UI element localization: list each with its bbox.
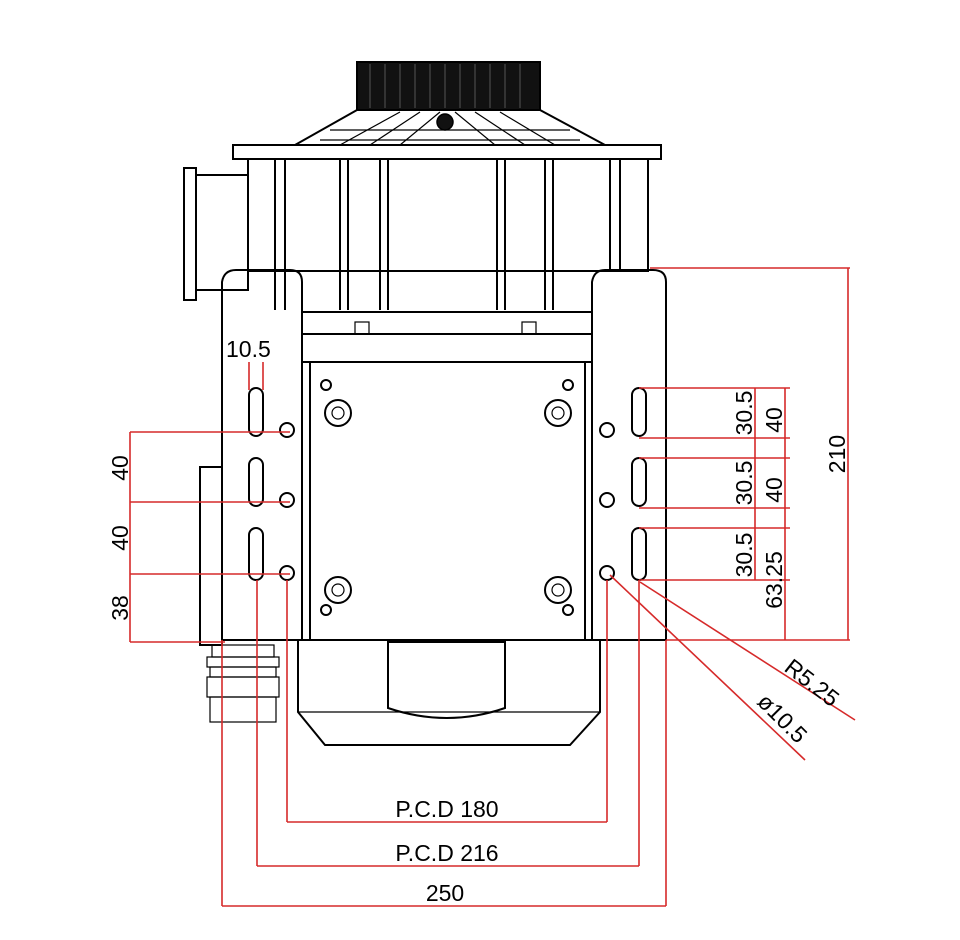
- pcd-216-label: P.C.D 216: [395, 840, 498, 866]
- left-pitch-1-label: 40: [107, 455, 133, 481]
- right-slot-1-label: 30.5: [731, 391, 757, 436]
- left-bracket: [221, 269, 303, 641]
- right-pitch-1-label: 40: [761, 407, 787, 433]
- motor-body: [247, 158, 649, 272]
- inlet-pipe-body: [196, 174, 249, 291]
- pump-head: [297, 639, 601, 746]
- mounting-holes: [248, 387, 647, 581]
- corner-bosses: [320, 379, 574, 616]
- center-bar: [301, 311, 593, 335]
- front-plate: [309, 361, 586, 641]
- top-flange: [232, 144, 662, 160]
- motor-outline: [183, 61, 667, 746]
- center-plate-frame: [301, 333, 593, 363]
- left-junction-box: [199, 466, 223, 646]
- right-slot-2-label: 30.5: [731, 461, 757, 506]
- overall-width-label: 250: [426, 880, 464, 906]
- inlet-pipe: [183, 167, 197, 301]
- left-pitch-2-label: 40: [107, 525, 133, 551]
- right-pitch-2-label: 40: [761, 477, 787, 503]
- fan-cap-ribs: [369, 64, 521, 108]
- fan-grille-struts: [320, 111, 580, 146]
- tab-left: [354, 321, 370, 335]
- fan-hub: [436, 113, 454, 131]
- overall-height-label: 210: [824, 435, 850, 473]
- pcd-180-label: P.C.D 180: [395, 796, 498, 822]
- pump-outlet: [387, 641, 506, 719]
- dimension-labels: 10.5 40 40 38 30.5 40 30.5 40 30.5 63.25…: [107, 336, 850, 906]
- fan-cap: [356, 61, 541, 111]
- slot-width-label: 10.5: [226, 336, 271, 362]
- right-bracket: [591, 269, 667, 641]
- tab-right: [521, 321, 537, 335]
- motor-fins: [274, 159, 621, 310]
- dimension-lines: [129, 267, 856, 907]
- right-slot-3-label: 30.5: [731, 533, 757, 578]
- cable-gland: [206, 644, 280, 723]
- left-bottom-label: 38: [107, 595, 133, 621]
- radius-label: R5.25: [780, 653, 844, 711]
- right-bottom-label: 63.25: [761, 551, 787, 609]
